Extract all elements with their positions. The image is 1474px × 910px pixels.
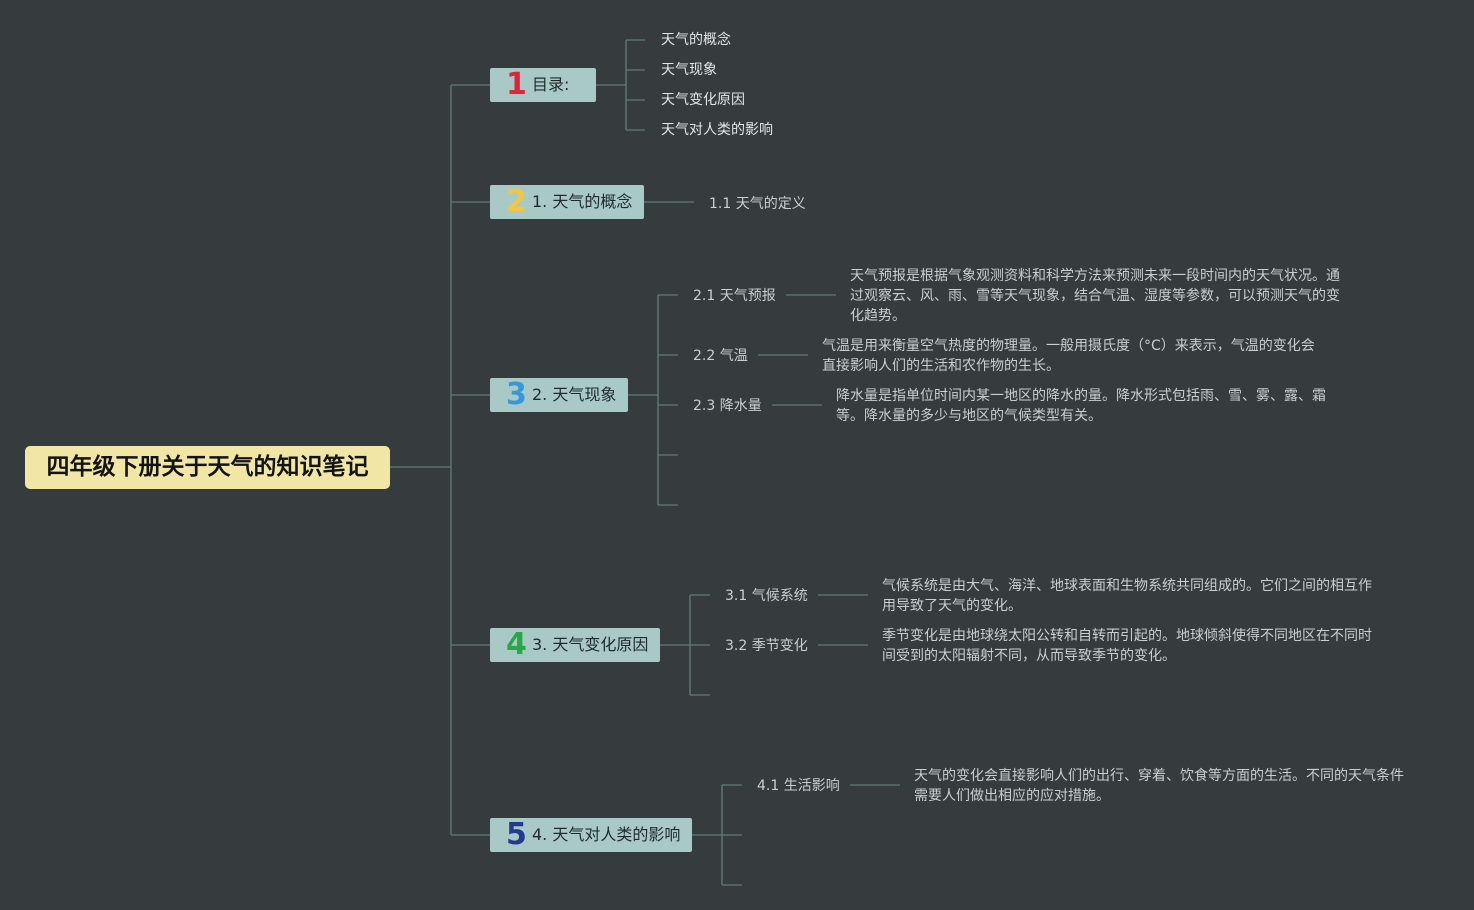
desc-life-impact[interactable]: 天气的变化会直接影响人们的出行、穿着、饮食等方面的生活。不同的天气条件需要人们做… (914, 768, 1404, 804)
branch-concept[interactable]: 2 1. 天气的概念 (490, 185, 644, 219)
branch-label: 4. 天气对人类的影响 (532, 825, 681, 844)
toc-item[interactable]: 天气的概念 (661, 32, 731, 48)
connector-b3-descs (758, 294, 836, 406)
branch-label: 2. 天气现象 (532, 385, 617, 404)
connector-b5-subs (692, 784, 742, 886)
connector-b4-subs (660, 594, 710, 696)
branch-toc[interactable]: 1 目录: (490, 68, 596, 102)
connector-b1-items (596, 39, 645, 131)
subtopic-forecast[interactable]: 2.1 天气预报 (693, 288, 776, 304)
branch-causes[interactable]: 4 3. 天气变化原因 (490, 628, 660, 662)
subtopic-definition[interactable]: 1.1 天气的定义 (709, 196, 806, 212)
connector-b3-subs (628, 294, 678, 506)
number-3-icon: 3 (506, 377, 527, 412)
desc-seasons[interactable]: 季节变化是由地球绕太阳公转和自转而引起的。地球倾斜使得不同地区在不同时间受到的太… (882, 628, 1372, 664)
branch-label: 1. 天气的概念 (532, 192, 633, 211)
desc-temperature[interactable]: 气温是用来衡量空气热度的物理量。一般用摄氏度（°C）来表示，气温的变化会直接影响… (822, 338, 1315, 374)
toc-item[interactable]: 天气现象 (661, 62, 717, 78)
branch-label: 目录: (532, 75, 570, 94)
desc-forecast[interactable]: 天气预报是根据气象观测资料和科学方法来预测未来一段时间内的天气状况。通过观察云、… (850, 268, 1340, 324)
desc-precipitation[interactable]: 降水量是指单位时间内某一地区的降水的量。降水形式包括雨、雪、雾、露、霜等。降水量… (836, 388, 1326, 424)
branch-impact[interactable]: 5 4. 天气对人类的影响 (490, 818, 692, 852)
subtopic-temperature[interactable]: 2.2 气温 (693, 348, 748, 364)
connector-b4-descs (818, 594, 868, 646)
subtopic-precipitation[interactable]: 2.3 降水量 (693, 398, 762, 414)
number-1-icon: 1 (506, 67, 527, 102)
toc-item[interactable]: 天气对人类的影响 (661, 122, 773, 138)
subtopic-climate-system[interactable]: 3.1 气候系统 (725, 588, 808, 604)
desc-climate-system[interactable]: 气候系统是由大气、海洋、地球表面和生物系统共同组成的。它们之间的相互作用导致了天… (882, 578, 1372, 614)
branch-label: 3. 天气变化原因 (532, 635, 649, 654)
root-topic[interactable]: 四年级下册关于天气的知识笔记 (25, 446, 390, 489)
toc-item[interactable]: 天气变化原因 (661, 92, 745, 108)
number-4-icon: 4 (506, 627, 527, 662)
number-2-icon: 2 (506, 184, 527, 219)
subtopic-life-impact[interactable]: 4.1 生活影响 (757, 778, 840, 794)
subtopic-seasons[interactable]: 3.2 季节变化 (725, 638, 808, 654)
number-5-icon: 5 (506, 817, 527, 852)
branch-phenomena[interactable]: 3 2. 天气现象 (490, 378, 628, 412)
